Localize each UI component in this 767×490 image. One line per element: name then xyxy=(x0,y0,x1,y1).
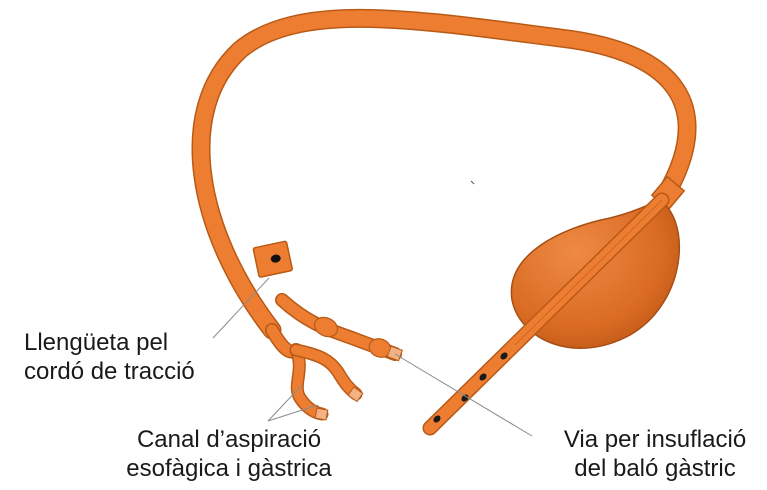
aspiration-label: Canal d’aspiració esofàgica i gàstrica xyxy=(114,425,344,483)
insufflation-label: Via per insuflació del baló gàstric xyxy=(550,425,760,483)
traction-tab xyxy=(253,241,292,277)
esophageal-cap xyxy=(315,408,328,420)
tab-label: Llengüeta pel cordó de tracció xyxy=(24,328,195,386)
